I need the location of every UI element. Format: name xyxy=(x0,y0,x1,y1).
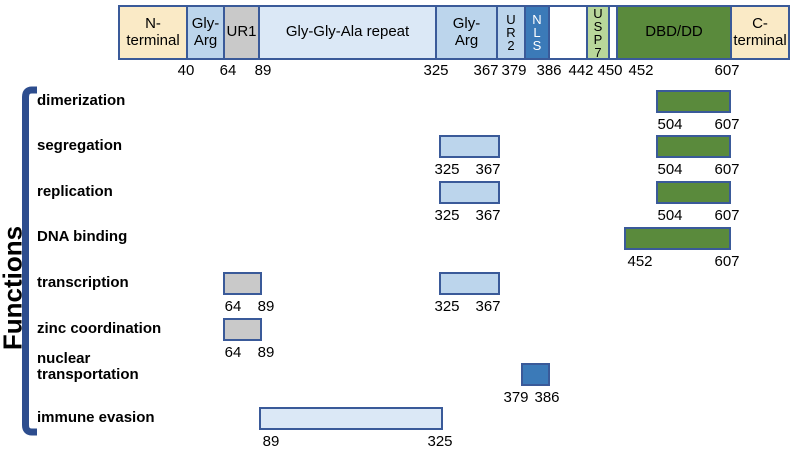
boundary-label-325: 325 xyxy=(423,62,449,79)
region-start-label: 504 xyxy=(657,161,683,178)
region-end-label: 367 xyxy=(475,161,501,178)
functions-bracket xyxy=(22,86,37,436)
domain-segment-label: N- terminal xyxy=(126,15,180,49)
boundary-label-379: 379 xyxy=(501,62,527,79)
boundary-label-452: 452 xyxy=(628,62,654,79)
region-end-label: 325 xyxy=(427,433,453,450)
domain-segment-gly-arg-2: Gly- Arg xyxy=(435,5,498,60)
boundary-label-450: 450 xyxy=(597,62,623,79)
domain-segment-c-terminal: C- terminal xyxy=(730,5,790,60)
boundary-label-89: 89 xyxy=(254,62,272,79)
domain-segment-gap-386-442 xyxy=(548,5,588,60)
region-box-transcription-64-89 xyxy=(223,272,262,295)
region-box-replication-504-607 xyxy=(656,181,731,204)
region-start-label: 325 xyxy=(434,161,460,178)
region-box-replication-325-367 xyxy=(439,181,500,204)
domain-segment-dbd-dd: DBD/DD xyxy=(616,5,732,60)
region-start-label: 504 xyxy=(657,207,683,224)
region-end-label: 367 xyxy=(475,298,501,315)
region-start-label: 64 xyxy=(224,298,242,315)
region-start-label: 504 xyxy=(657,116,683,133)
domain-segment-label: U R 2 xyxy=(506,12,516,53)
domain-segment-gly-gly-ala-repeat: Gly-Gly-Ala repeat xyxy=(258,5,437,60)
domain-segment-label: Gly-Gly-Ala repeat xyxy=(285,23,410,41)
region-end-label: 607 xyxy=(714,161,740,178)
domain-segment-label: N L S xyxy=(532,12,542,53)
boundary-label-607: 607 xyxy=(714,62,740,79)
region-start-label: 64 xyxy=(224,344,242,361)
boundary-label-40: 40 xyxy=(177,62,195,79)
boundary-label-386: 386 xyxy=(536,62,562,79)
region-start-label: 452 xyxy=(627,253,653,270)
region-end-label: 607 xyxy=(714,207,740,224)
function-label-zinc-coordination: zinc coordination xyxy=(37,320,162,337)
domain-segment-gly-arg-1: Gly- Arg xyxy=(186,5,225,60)
function-label-immune-evasion: immune evasion xyxy=(37,409,155,426)
region-end-label: 386 xyxy=(534,389,560,406)
region-box-dimerization-504-607 xyxy=(656,90,731,113)
function-label-segregation: segregation xyxy=(37,137,123,154)
region-end-label: 89 xyxy=(257,298,275,315)
domain-segment-label: DBD/DD xyxy=(645,23,703,41)
function-label-transcription: transcription xyxy=(37,274,129,291)
region-box-segregation-325-367 xyxy=(439,135,500,158)
boundary-label-442: 442 xyxy=(568,62,594,79)
domain-segment-label: UR1 xyxy=(226,23,257,41)
region-start-label: 89 xyxy=(262,433,280,450)
domain-segment-ur2: U R 2 xyxy=(496,5,526,60)
function-label-nuclear-transportation: nuclear transportation xyxy=(37,350,139,384)
region-box-segregation-504-607 xyxy=(656,135,731,158)
domain-bar: N- terminal Gly- Arg UR1 Gly-Gly-Ala rep… xyxy=(118,5,790,60)
domain-segment-label: Gly- Arg xyxy=(452,15,481,49)
domain-segment-label: U S P 7 xyxy=(593,5,603,60)
region-box-dna-binding-452-607 xyxy=(624,227,731,250)
domain-segment-nls: N L S xyxy=(524,5,550,60)
boundary-label-64: 64 xyxy=(219,62,237,79)
region-box-nuclear-transportation-379-386 xyxy=(521,363,550,386)
region-end-label: 367 xyxy=(475,207,501,224)
function-label-dna-binding: DNA binding xyxy=(37,228,128,245)
boundary-label-367: 367 xyxy=(473,62,499,79)
region-end-label: 89 xyxy=(257,344,275,361)
region-box-transcription-325-367 xyxy=(439,272,500,295)
region-start-label: 379 xyxy=(503,389,529,406)
domain-segment-usp7: U S P 7 xyxy=(586,5,610,60)
domain-segment-label: Gly- Arg xyxy=(191,15,220,49)
region-end-label: 607 xyxy=(714,253,740,270)
domain-segment-label: C- terminal xyxy=(733,15,787,49)
region-start-label: 325 xyxy=(434,207,460,224)
region-end-label: 607 xyxy=(714,116,740,133)
domain-segment-ur1: UR1 xyxy=(223,5,260,60)
region-box-immune-evasion-89-325 xyxy=(259,407,443,430)
domain-segment-n-terminal: N- terminal xyxy=(118,5,188,60)
function-label-replication: replication xyxy=(37,183,113,200)
region-box-zinc-coordination-64-89 xyxy=(223,318,262,341)
region-start-label: 325 xyxy=(434,298,460,315)
function-label-dimerization: dimerization xyxy=(37,92,126,109)
